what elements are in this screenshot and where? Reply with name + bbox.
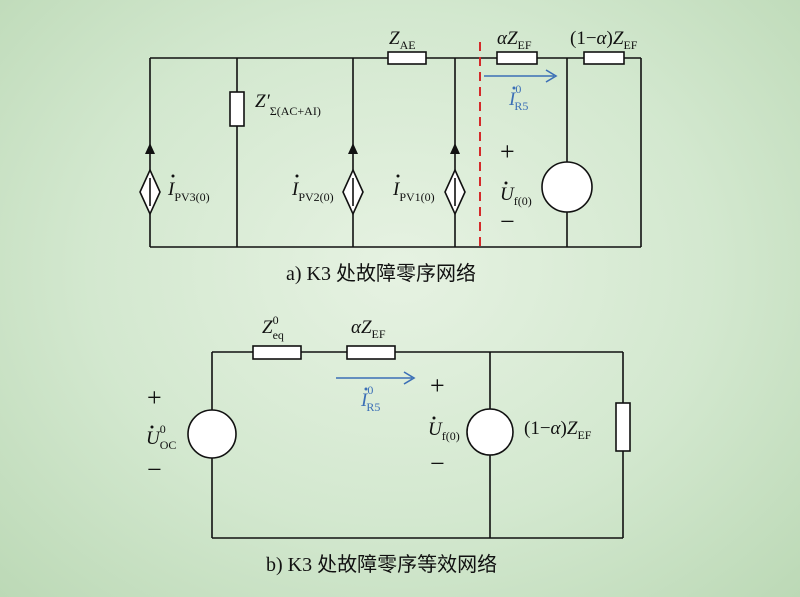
i-pv2-label: IPV2(0) bbox=[291, 174, 334, 204]
fault-voltage-source-b bbox=[466, 352, 514, 538]
plus-sign-b-f: + bbox=[430, 371, 445, 400]
one-minus-alpha-z-ef-impedance-b bbox=[615, 352, 631, 538]
one-minus-alpha-z-ef-impedance bbox=[583, 51, 625, 65]
u-f-label-b: Uf(0) bbox=[428, 416, 460, 443]
svg-text:IPV2(0): IPV2(0) bbox=[291, 179, 334, 204]
thevenin-voltage-source bbox=[187, 352, 237, 538]
svg-text:Uf(0): Uf(0) bbox=[428, 419, 460, 443]
i-pv1-label: IPV1(0) bbox=[392, 174, 435, 204]
plus-sign-a: + bbox=[500, 137, 515, 166]
z-eq-impedance bbox=[252, 345, 302, 360]
z-ae-label: ZAE bbox=[389, 28, 416, 52]
u-f-label-a: Uf(0) bbox=[500, 181, 532, 208]
current-arrow-a bbox=[484, 69, 558, 83]
caption-b: b) K3 处故障零序等效网络 bbox=[266, 553, 497, 576]
network-a: ZAE αZEF (1−α)ZEF Z′Σ(AC+AI) IPV3(0) IPV… bbox=[139, 28, 642, 285]
minus-sign-b-oc: − bbox=[147, 455, 162, 484]
pv1-current-source bbox=[444, 58, 466, 247]
alpha-z-ef-impedance-b bbox=[346, 345, 396, 360]
z-sigma-label: Z′Σ(AC+AI) bbox=[255, 91, 321, 118]
plus-sign-b-oc: + bbox=[147, 383, 162, 412]
caption-a: a) K3 处故障零序网络 bbox=[286, 262, 476, 285]
one-minus-alpha-z-ef-label: (1−α)ZEF bbox=[570, 28, 638, 52]
alpha-z-ef-impedance bbox=[496, 51, 538, 65]
pv3-current-source bbox=[139, 58, 161, 247]
z-sigma-impedance bbox=[229, 58, 245, 247]
pv2-current-source bbox=[342, 58, 364, 247]
svg-text:IPV1(0): IPV1(0) bbox=[392, 179, 435, 204]
alpha-z-ef-label: αZEF bbox=[497, 28, 532, 52]
alpha-z-ef-label-b: αZEF bbox=[351, 317, 386, 341]
one-minus-alpha-z-ef-label-b: (1−α)ZEF bbox=[524, 418, 592, 442]
minus-sign-b-f: − bbox=[430, 449, 445, 478]
svg-text:Uf(0): Uf(0) bbox=[500, 184, 532, 208]
svg-text:IPV3(0): IPV3(0) bbox=[167, 179, 210, 204]
z-ae-impedance bbox=[387, 51, 427, 65]
fault-voltage-source bbox=[541, 58, 593, 247]
i-pv3-label: IPV3(0) bbox=[167, 174, 210, 204]
current-arrow-b bbox=[336, 371, 416, 385]
minus-sign-a: − bbox=[500, 207, 515, 236]
